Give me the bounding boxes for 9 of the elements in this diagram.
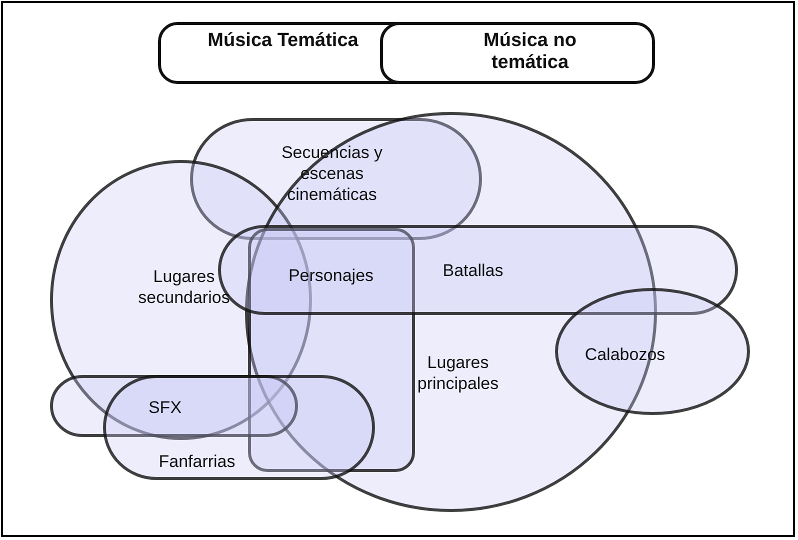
- set-label: Personajes: [287, 265, 375, 286]
- category-label: Música Temática: [206, 30, 360, 52]
- set-label: SFX: [147, 397, 183, 418]
- set-label: Fanfarrias: [158, 451, 236, 472]
- category-label: Música no temática: [482, 30, 578, 74]
- set-label: Lugares principales: [416, 352, 500, 394]
- set-label: Lugares secundarios: [137, 266, 231, 308]
- set-label: Calabozos: [584, 344, 666, 365]
- set-label: Batallas: [442, 260, 504, 281]
